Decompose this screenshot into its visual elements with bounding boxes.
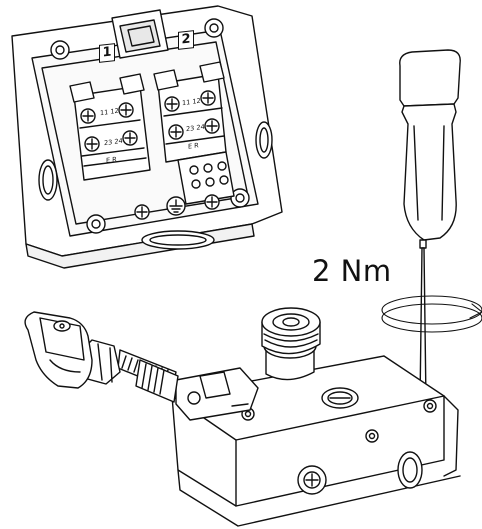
reset-button — [261, 307, 321, 381]
lid-screw — [423, 399, 437, 413]
terminal-screw — [84, 136, 100, 152]
ground-screw — [204, 194, 220, 210]
terminal-screw — [200, 90, 216, 106]
contact-block-right — [153, 61, 227, 163]
contact-number-2: 2 — [178, 30, 194, 50]
terminal-strip — [177, 151, 235, 205]
torque-label: 2 Nm — [312, 254, 392, 288]
indicator-window — [321, 387, 359, 409]
terminal-screw — [164, 96, 180, 112]
screwdriver — [399, 49, 461, 411]
corner-screw-br — [230, 188, 250, 208]
ground-screw — [134, 204, 150, 220]
cable-entry-front — [297, 465, 327, 495]
cable-entry-right — [255, 121, 273, 159]
threaded-rod — [117, 349, 179, 403]
contact-number-1: 1 — [99, 43, 115, 63]
terminal-label-left-lower: E R — [106, 155, 117, 165]
rope-clamp — [24, 311, 93, 389]
corner-screw-bl — [86, 214, 106, 234]
ground-icon — [166, 196, 186, 216]
terminal-screw — [80, 108, 96, 124]
corner-screw-tl — [50, 40, 70, 60]
terminal-label-right-lower: E R — [188, 141, 199, 151]
cable-entry-left — [38, 159, 58, 201]
terminal-screw — [122, 130, 138, 146]
lid-screw — [365, 429, 379, 443]
terminal-screw — [168, 124, 184, 140]
contact-block-left — [69, 73, 151, 181]
terminal-screw — [204, 118, 220, 134]
corner-screw-tr — [204, 18, 224, 38]
cable-entry-bottom — [141, 230, 215, 250]
cable-entry-side — [397, 451, 423, 489]
terminal-box — [11, 5, 283, 269]
actuator-mechanism — [175, 367, 259, 421]
terminal-screw — [118, 102, 134, 118]
rotation-arrow-icon — [381, 295, 482, 333]
